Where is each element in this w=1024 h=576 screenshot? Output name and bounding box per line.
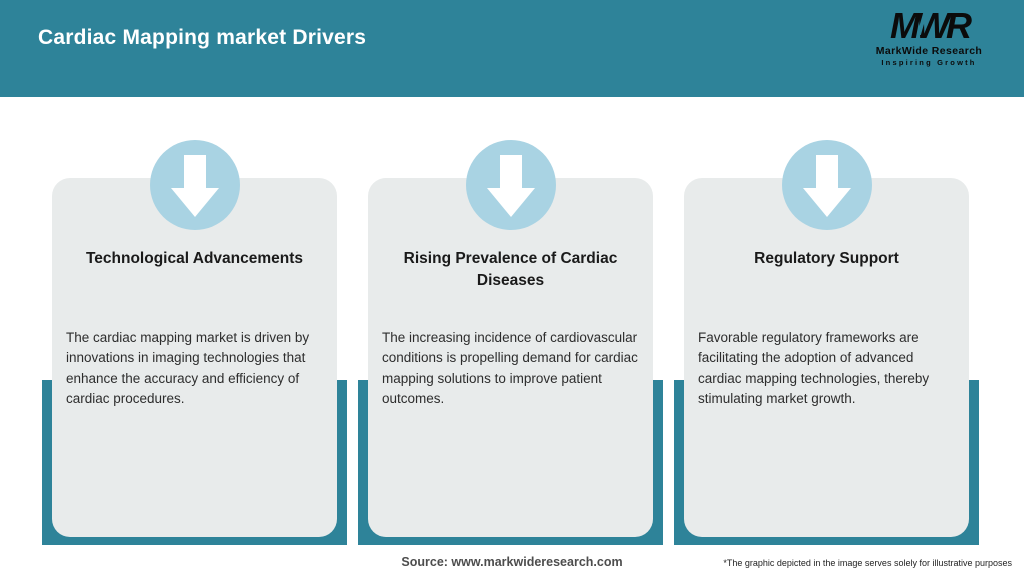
logo-monogram: MWR (890, 5, 972, 46)
arrow-badge (150, 140, 240, 230)
card-description: Favorable regulatory frameworks are faci… (698, 330, 930, 406)
card-title: Regulatory Support (754, 250, 899, 267)
arrow-down-icon (487, 155, 535, 217)
arrow-badge (466, 140, 556, 230)
header-bar: Cardiac Mapping market Drivers MWR MarkW… (0, 0, 1024, 97)
driver-card-rising-prevalence: Rising Prevalence of Cardiac Diseases Th… (368, 178, 653, 537)
card-description: The cardiac mapping market is driven by … (66, 330, 310, 406)
logo-tagline: Inspiring Growth (881, 58, 977, 67)
disclaimer-text: *The graphic depicted in the image serve… (723, 558, 1012, 568)
driver-card-regulatory-support: Regulatory Support Favorable regulatory … (684, 178, 969, 537)
logo-company-name: MarkWide Research (875, 45, 983, 57)
arrow-down-icon (803, 155, 851, 217)
card-title: Technological Advancements (85, 250, 304, 267)
markwide-research-logo: MWR MarkWide Research Inspiring Growth (864, 5, 994, 68)
source-text: Source: www.markwideresearch.com (401, 555, 623, 569)
logo-monogram-text: MWR (890, 5, 972, 46)
card-description: The increasing incidence of cardiovascul… (382, 330, 638, 406)
arrow-badge (782, 140, 872, 230)
arrow-down-icon (171, 155, 219, 217)
card-title: Rising Prevalence of Cardiac Diseases (403, 250, 618, 290)
driver-card-technological-advancements: Technological Advancements The cardiac m… (52, 178, 337, 537)
page-title: Cardiac Mapping market Drivers (38, 26, 367, 49)
